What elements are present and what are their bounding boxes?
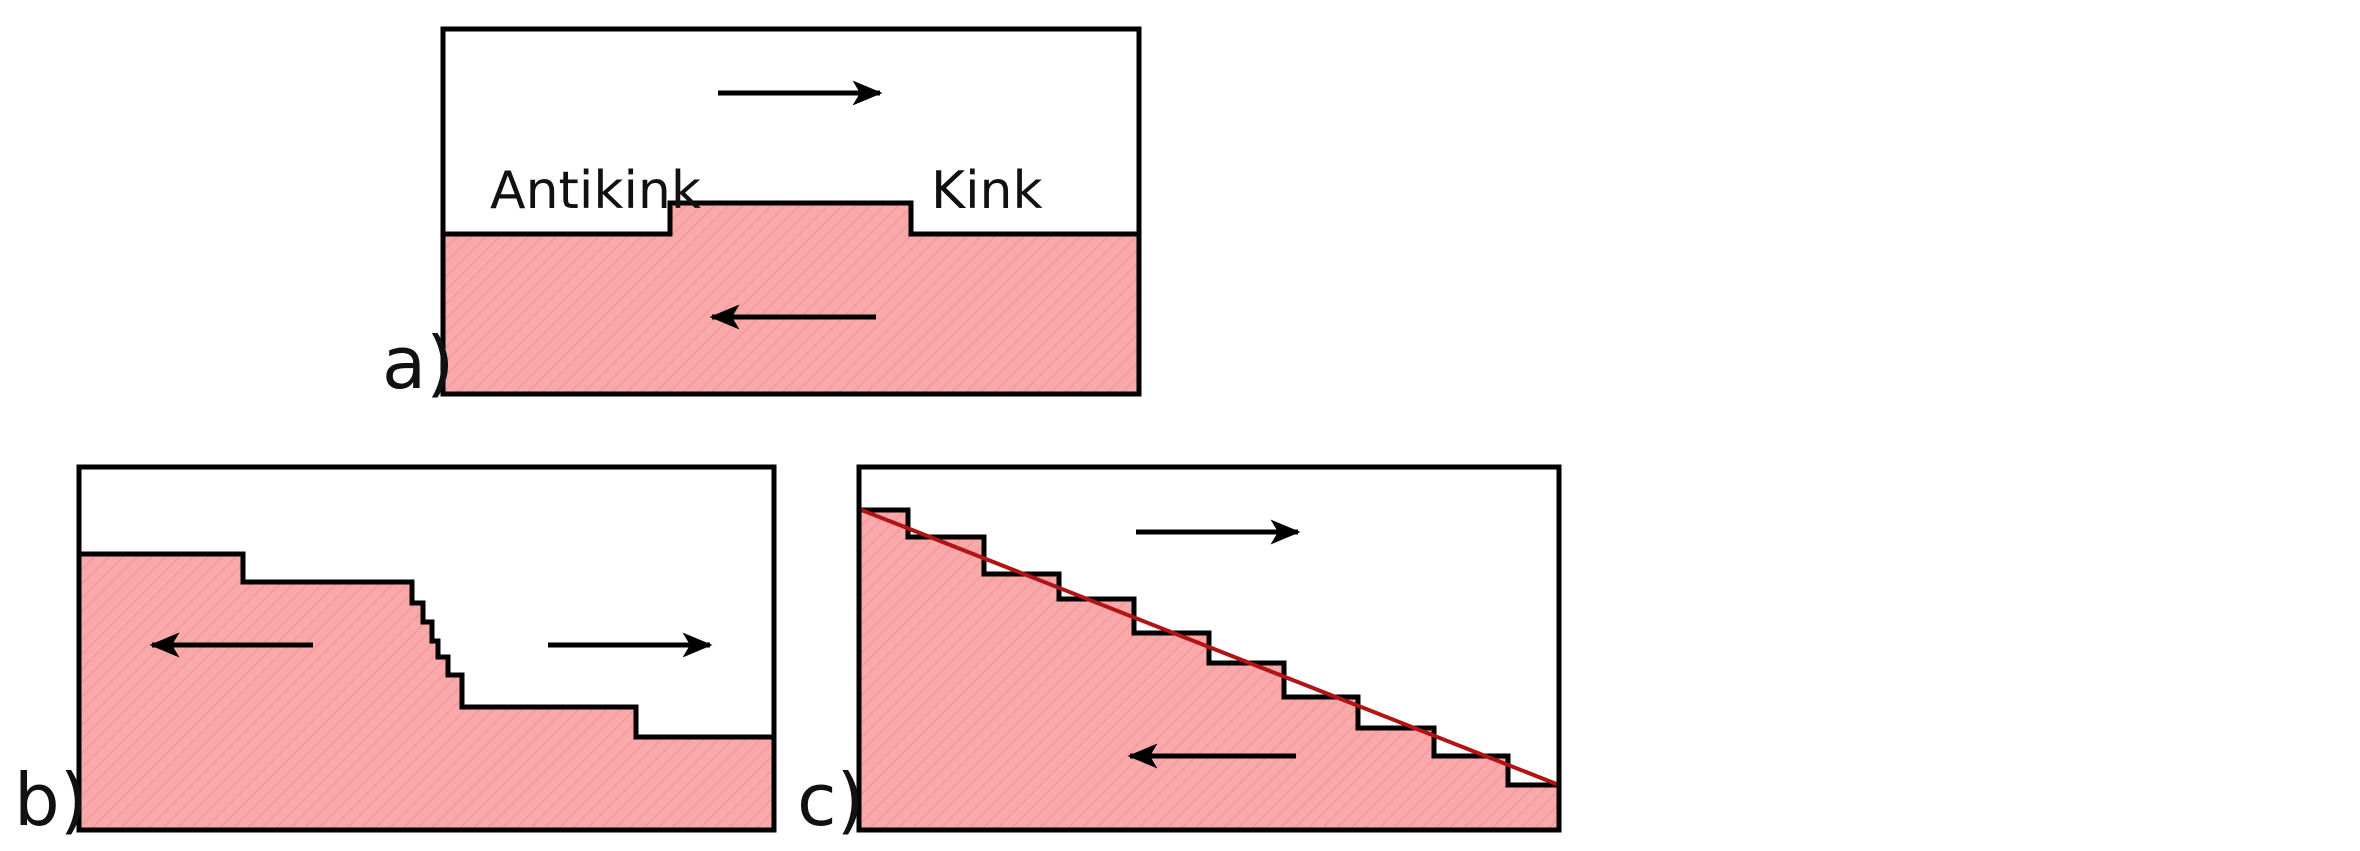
panel-b-frame <box>76 464 777 833</box>
panel-c-fit-line <box>858 507 1560 787</box>
antikink-label: Antikink <box>490 161 701 221</box>
panel-b-label: b) <box>14 758 88 842</box>
panel-c-label: c) <box>797 758 865 842</box>
panel-c-lower-region <box>859 510 1559 830</box>
panel-a-interface <box>444 200 1139 237</box>
panel-b: b) <box>14 464 777 842</box>
panel-a-label: a) <box>382 321 454 405</box>
kink-label: Kink <box>931 161 1043 221</box>
panel-b-interface <box>79 551 774 740</box>
panel-a-lower-region <box>444 203 1139 394</box>
panel-c-frame <box>856 464 1562 833</box>
panel-a-frame <box>440 26 1142 397</box>
panel-a: Antikink Kink a) <box>382 26 1142 405</box>
panel-b-lower-region <box>79 554 774 830</box>
panel-c: c) <box>797 464 1562 842</box>
